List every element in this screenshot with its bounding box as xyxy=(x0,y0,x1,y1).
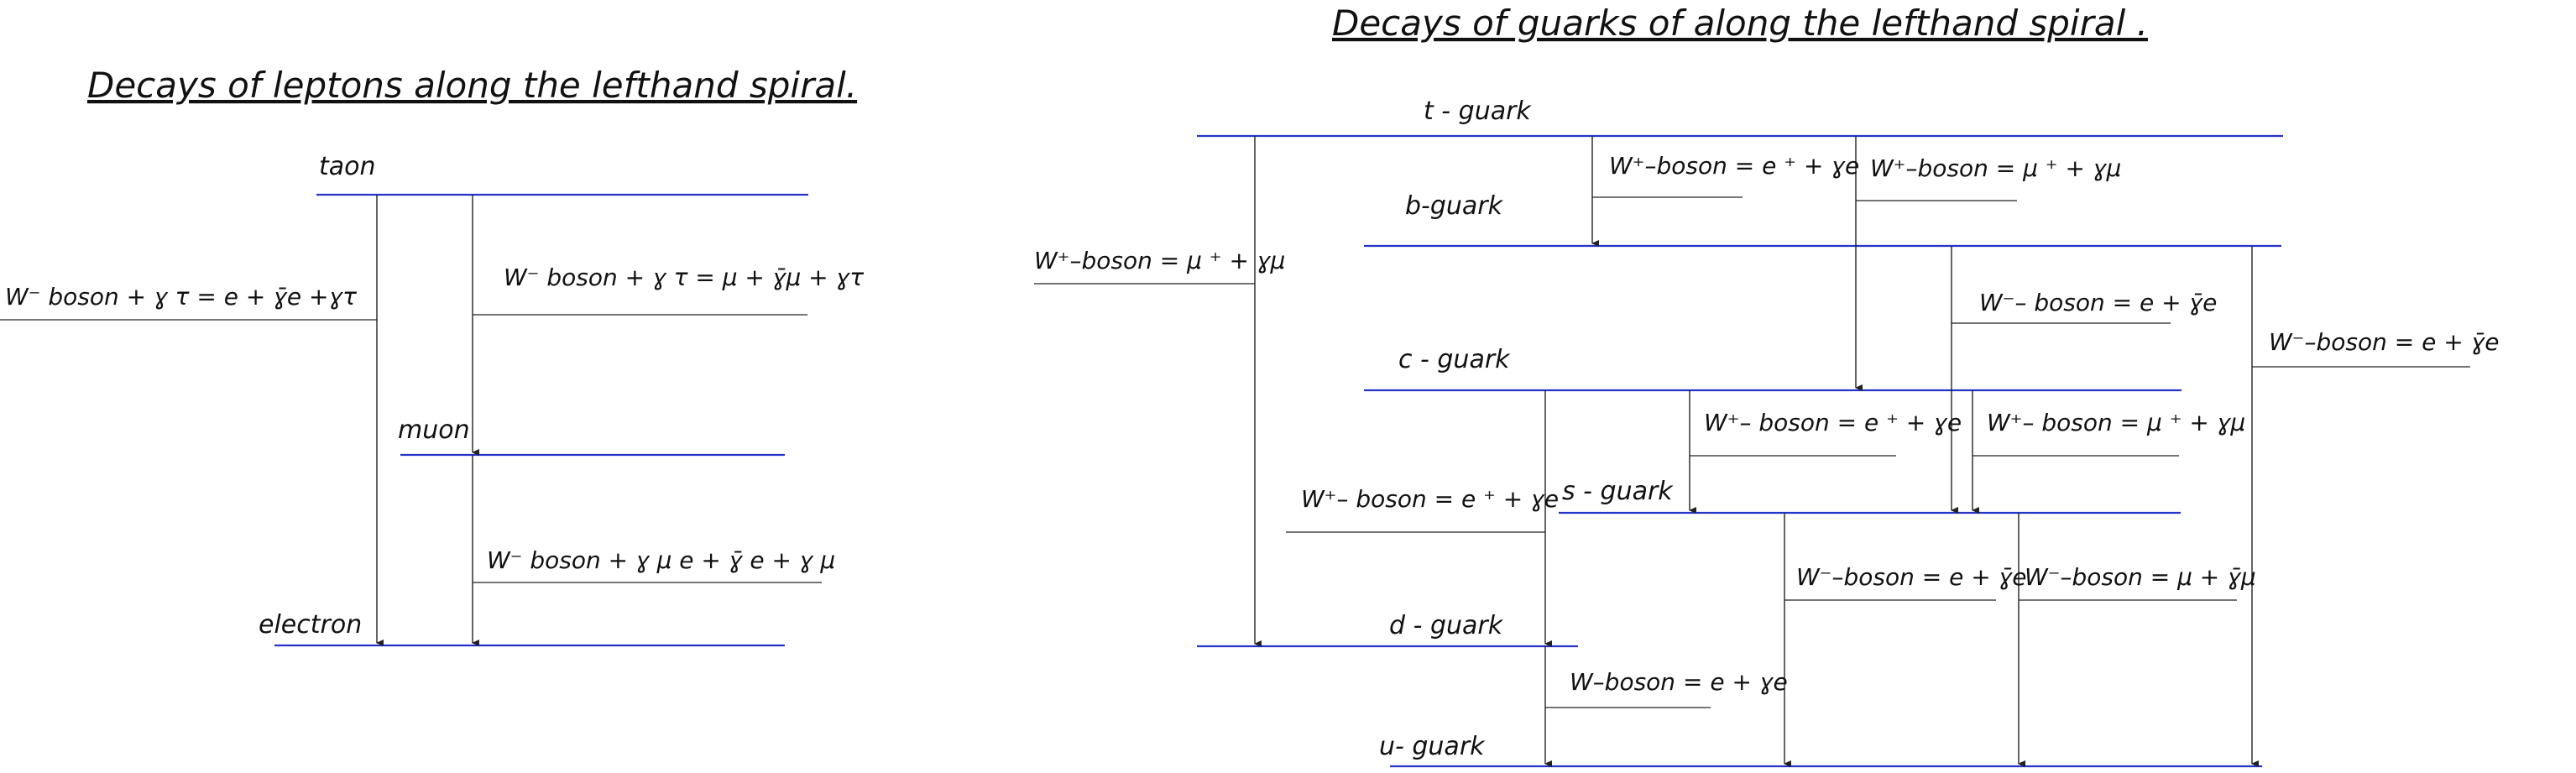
quark-panel: Decays of guarks of along the lefthand s… xyxy=(1034,3,2500,768)
b-to-u-decay: W⁻–boson = e + ɣ̄e xyxy=(2269,328,2500,356)
lepton-panel-title: Decays of leptons along the lefthand spi… xyxy=(87,65,857,106)
taon-label: taon xyxy=(319,152,376,181)
t-to-d-decay: W⁺–boson = μ ⁺ + ɣμ xyxy=(1034,247,1285,274)
t-quark-label: t - guark xyxy=(1424,97,1532,126)
taon-to-electron-decay: W⁻ boson + ɣ τ = e + ɣ̄e +ɣτ xyxy=(5,283,357,311)
b-quark-label: b-guark xyxy=(1405,191,1504,221)
t-to-c-decay: W⁺–boson = μ ⁺ + ɣμ xyxy=(1870,154,2121,182)
taon-to-muon-decay: W⁻ boson + ɣ τ = μ + ɣ̄μ + ɣτ xyxy=(504,264,864,291)
c-to-s-mu-decay: W⁺– boson = μ ⁺ + ɣμ xyxy=(1987,409,2245,436)
muon-to-electron-decay: W⁻ boson + ɣ μ e + ɣ̄ e + ɣ μ xyxy=(487,546,835,574)
quark-panel-title: Decays of guarks of along the lefthand s… xyxy=(1332,3,2148,44)
u-quark-label: u- guark xyxy=(1379,732,1486,761)
c-to-d-decay: W⁺– boson = e ⁺ + ɣe xyxy=(1301,485,1559,513)
b-to-s-decay: W⁻– boson = e + ɣ̄e xyxy=(1979,289,2217,316)
s-to-u-e-decay: W⁻–boson = e + ɣ̄e xyxy=(1796,563,2027,591)
t-to-b-decay: W⁺–boson = e ⁺ + ɣe xyxy=(1609,152,1859,180)
s-to-u-mu-decay: W⁻–boson = μ + ɣ̄μ xyxy=(2025,563,2256,591)
d-to-u-decay: W–boson = e + ɣe xyxy=(1570,668,1788,696)
muon-label: muon xyxy=(398,415,470,445)
lepton-panel: Decays of leptons along the lefthand spi… xyxy=(0,65,864,647)
c-to-s-e-decay: W⁺– boson = e ⁺ + ɣe xyxy=(1704,409,1962,436)
s-quark-label: s - guark xyxy=(1562,477,1674,506)
d-quark-label: d - guark xyxy=(1389,611,1504,640)
electron-label: electron xyxy=(259,610,362,640)
c-quark-label: c - guark xyxy=(1398,345,1511,374)
